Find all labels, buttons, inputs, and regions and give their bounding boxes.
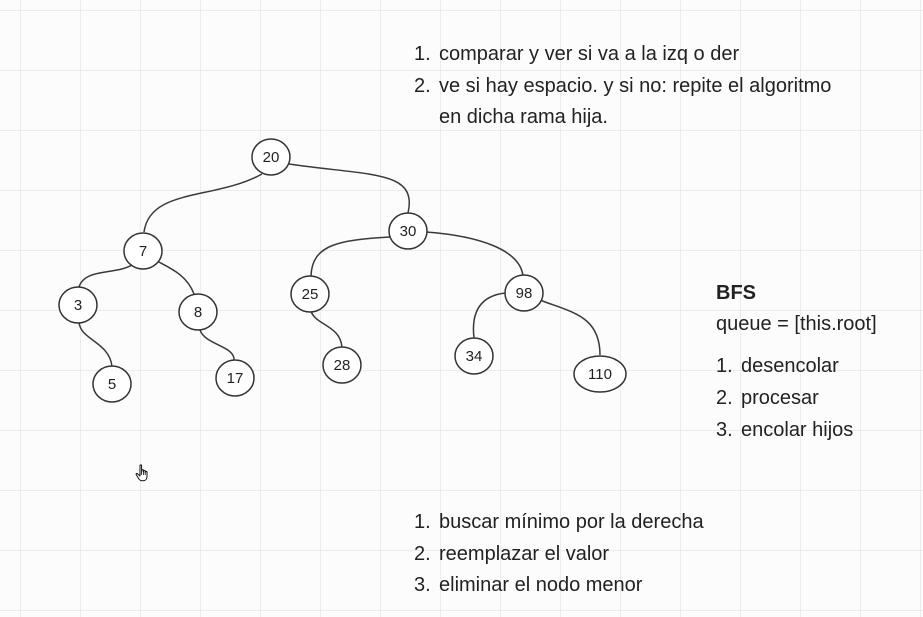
tree-node-label: 5	[108, 376, 116, 393]
step-number: 1.	[414, 511, 431, 533]
tree-node: 17	[215, 359, 255, 397]
step-text: ve si hay espacio. y si no: repite el al…	[439, 74, 832, 129]
step-number: 1.	[414, 43, 431, 65]
bfs-note: BFS queue = [this.root] 1. desencolar 2.…	[716, 278, 923, 446]
tree-node: 98	[504, 274, 544, 312]
step-text: procesar	[741, 387, 819, 409]
delete-step: 2. reemplazar el valor	[414, 539, 834, 571]
tree-edge-7-8	[156, 260, 195, 295]
tree-node: 28	[322, 346, 362, 384]
insert-step: 2. ve si hay espacio. y si no: repite el…	[414, 71, 834, 134]
tree-node: 7	[123, 232, 163, 270]
step-number: 2.	[716, 387, 733, 409]
step-text: encolar hijos	[741, 419, 854, 441]
tree-node-label: 34	[466, 348, 483, 365]
bfs-steps: 1. desencolar 2. procesar 3. encolar hij…	[716, 350, 923, 446]
step-number: 3.	[414, 574, 431, 596]
tree-node: 25	[290, 275, 330, 313]
tree-node-label: 3	[74, 297, 82, 314]
step-number: 3.	[716, 419, 733, 441]
tree-node-label: 25	[302, 286, 319, 303]
tree-node: 3	[58, 286, 98, 324]
tree-edge-30-98	[425, 231, 524, 277]
bfs-step: 1. desencolar	[716, 350, 923, 382]
delete-steps-note: 1. buscar mínimo por la derecha 2. reemp…	[414, 507, 834, 602]
tree-edge-98-110	[539, 299, 601, 356]
tree-edge-3-5	[78, 321, 113, 368]
tree-node-label: 17	[227, 370, 244, 387]
bfs-title: BFS	[716, 282, 756, 304]
tree-node-label: 28	[334, 357, 351, 374]
tree-edge-20-7	[143, 173, 263, 233]
insert-step: 1. comparar y ver si va a la izq o der	[414, 39, 834, 71]
step-text: reemplazar el valor	[439, 542, 610, 565]
bfs-step: 2. procesar	[716, 382, 923, 414]
tree-edge-98-34	[472, 292, 506, 339]
step-text: buscar mínimo por la derecha	[439, 511, 704, 533]
tree-node-label: 30	[400, 223, 417, 240]
delete-step: 3. eliminar el nodo menor	[414, 570, 834, 602]
tree-edge-8-17	[199, 329, 235, 361]
tree-edge-25-28	[310, 310, 343, 348]
tree-node: 20	[251, 138, 291, 176]
tree-nodes: 20 7 30 3 8 25 98 5	[58, 138, 627, 403]
tree-edge-20-30	[288, 163, 411, 214]
bfs-step: 3. encolar hijos	[716, 414, 923, 446]
tree-node: 5	[92, 365, 132, 403]
step-number: 2.	[414, 542, 431, 565]
bfs-queue-text: queue = [this.root]	[716, 313, 877, 335]
tree-edges	[78, 163, 601, 368]
tree-node: 8	[178, 293, 218, 331]
step-text: eliminar el nodo menor	[439, 574, 643, 596]
tree-node-label: 7	[139, 243, 147, 260]
tree-node-label: 20	[263, 149, 280, 166]
tree-node-label: 98	[516, 285, 533, 302]
tree-edge-30-25	[310, 236, 391, 277]
step-text: comparar y ver si va a la izq o der	[439, 43, 740, 65]
tree-node: 30	[388, 212, 428, 250]
delete-step: 1. buscar mínimo por la derecha	[414, 507, 834, 539]
step-text: desencolar	[741, 355, 839, 377]
step-number: 2.	[414, 74, 431, 97]
insert-steps-note: 1. comparar y ver si va a la izq o der 2…	[414, 39, 834, 134]
tree-node: 34	[454, 337, 494, 375]
tree-node: 110	[573, 355, 627, 393]
tree-node-label: 110	[588, 366, 612, 383]
step-number: 1.	[716, 355, 733, 377]
tree-edge-7-3	[78, 264, 133, 288]
tree-node-label: 8	[194, 304, 202, 321]
hand-pointer-icon	[135, 464, 148, 482]
